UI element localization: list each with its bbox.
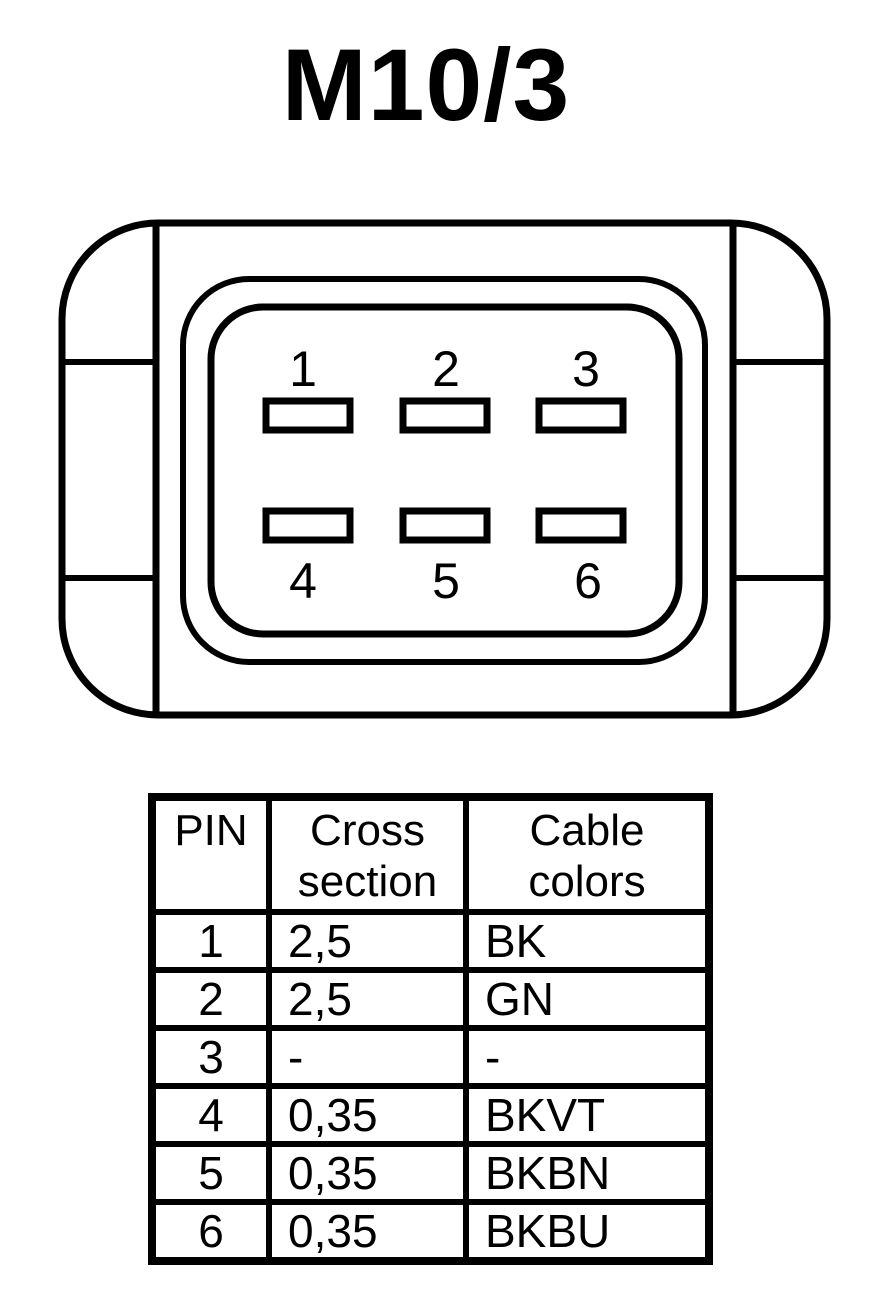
pin-label-4: 4	[289, 553, 317, 609]
pin-cavity-2	[399, 397, 491, 434]
header-pin: PIN	[149, 794, 272, 915]
pin-label-6: 6	[574, 553, 602, 609]
pin-cavity-5	[399, 507, 491, 544]
pin-label-5: 5	[432, 553, 460, 609]
connector-outer-housing	[58, 219, 831, 719]
cell-cross-section: 0,35	[266, 1141, 469, 1205]
cell-cable-color: BK	[463, 909, 712, 973]
table-row: 1 2,5 BK	[149, 909, 712, 973]
cell-cross-section: 0,35	[266, 1083, 469, 1147]
pin-spec-table: PIN Cross section Cable colors 1 2,5 BK …	[148, 793, 713, 1265]
cell-cable-color: -	[463, 1025, 712, 1089]
pin-label-2: 2	[432, 341, 460, 397]
header-cross-section: Cross section	[266, 794, 469, 915]
cell-cross-section: 2,5	[266, 967, 469, 1031]
table-row: 6 0,35 BKBU	[149, 1199, 712, 1264]
header-cable-colors: Cable colors	[463, 794, 712, 915]
cell-cable-color: BKBN	[463, 1141, 712, 1205]
pin-cavity-6	[535, 507, 627, 544]
pin-cavity-1	[262, 397, 354, 434]
table-row: 3 - -	[149, 1025, 712, 1089]
cell-pin: 3	[149, 1025, 272, 1089]
cell-pin: 6	[149, 1199, 272, 1264]
cell-pin: 5	[149, 1141, 272, 1205]
table-row: 2 2,5 GN	[149, 967, 712, 1031]
connector-collar	[180, 276, 708, 665]
pin-cavity-3	[535, 397, 627, 434]
cell-cross-section: 2,5	[266, 909, 469, 973]
table-row: 4 0,35 BKVT	[149, 1083, 712, 1147]
pin-label-1: 1	[289, 341, 317, 397]
cell-pin: 2	[149, 967, 272, 1031]
cell-cross-section: -	[266, 1025, 469, 1089]
cell-cable-color: BKVT	[463, 1083, 712, 1147]
pin-cavity-4	[262, 507, 354, 544]
cell-cable-color: BKBU	[463, 1199, 712, 1264]
cell-pin: 1	[149, 909, 272, 973]
connector-diagram: 1 2 3 4 5 6	[58, 219, 831, 719]
cell-pin: 4	[149, 1083, 272, 1147]
table-header-row: PIN Cross section Cable colors	[149, 794, 712, 915]
table-row: 5 0,35 BKBN	[149, 1141, 712, 1205]
connector-inner-frame	[207, 303, 683, 638]
page-title: M10/3	[281, 28, 571, 142]
cell-cable-color: GN	[463, 967, 712, 1031]
cell-cross-section: 0,35	[266, 1199, 469, 1264]
pin-label-3: 3	[572, 341, 600, 397]
